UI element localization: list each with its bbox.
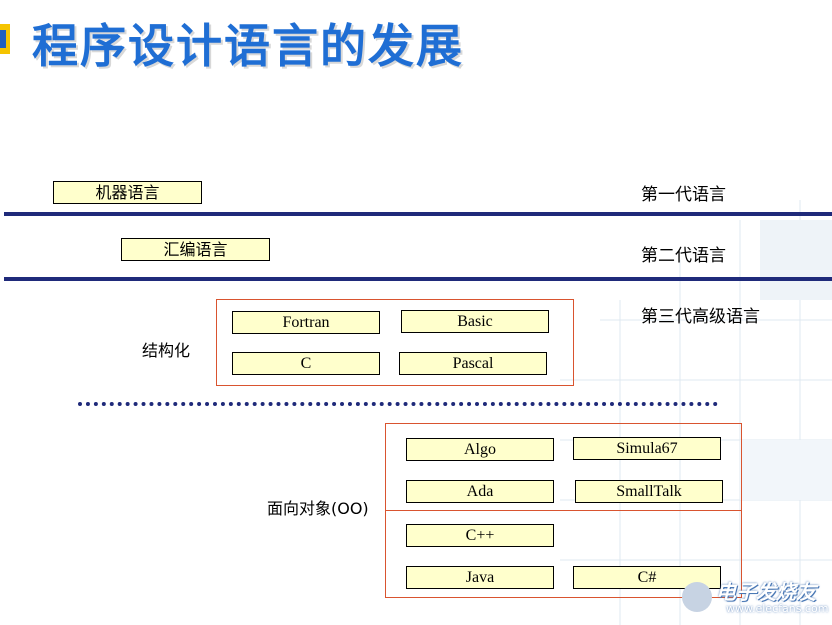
language-box-simula67: Simula67: [573, 437, 721, 460]
language-box-algo: Algo: [406, 438, 554, 461]
language-box-smalltalk: SmallTalk: [575, 480, 723, 503]
language-box-basic: Basic: [401, 310, 549, 333]
dotted-separator: [78, 402, 718, 406]
language-box-csharp: C#: [573, 566, 721, 589]
object-oriented-divider: [385, 510, 742, 511]
language-box-cpp: C++: [406, 524, 554, 547]
object-oriented-label: 面向对象(OO): [267, 499, 369, 518]
watermark-logo: 电子发烧友 www.elecfans.com: [680, 574, 832, 625]
watermark-url: www.elecfans.com: [726, 602, 829, 615]
title-marker-inner: [0, 30, 6, 48]
structured-label: 结构化: [142, 341, 191, 360]
structured-frame: [216, 299, 574, 386]
watermark-circle-icon: [682, 582, 712, 612]
generation-3-label: 第三代高级语言: [641, 307, 760, 327]
generation-1-label: 第一代语言: [641, 185, 726, 205]
machine-language-box: 机器语言: [53, 181, 202, 204]
language-box-pascal: Pascal: [399, 352, 547, 375]
language-box-fortran: Fortran: [232, 311, 380, 334]
language-box-ada: Ada: [406, 480, 554, 503]
page-title: 程序设计语言的发展: [32, 19, 464, 73]
generation-2-label: 第二代语言: [641, 246, 726, 266]
generation-divider-1: [4, 212, 832, 216]
assembly-language-box: 汇编语言: [121, 238, 270, 261]
language-box-java: Java: [406, 566, 554, 589]
watermark-text: 电子发烧友: [716, 580, 816, 604]
language-box-c: C: [232, 352, 380, 375]
generation-divider-2: [4, 277, 832, 281]
